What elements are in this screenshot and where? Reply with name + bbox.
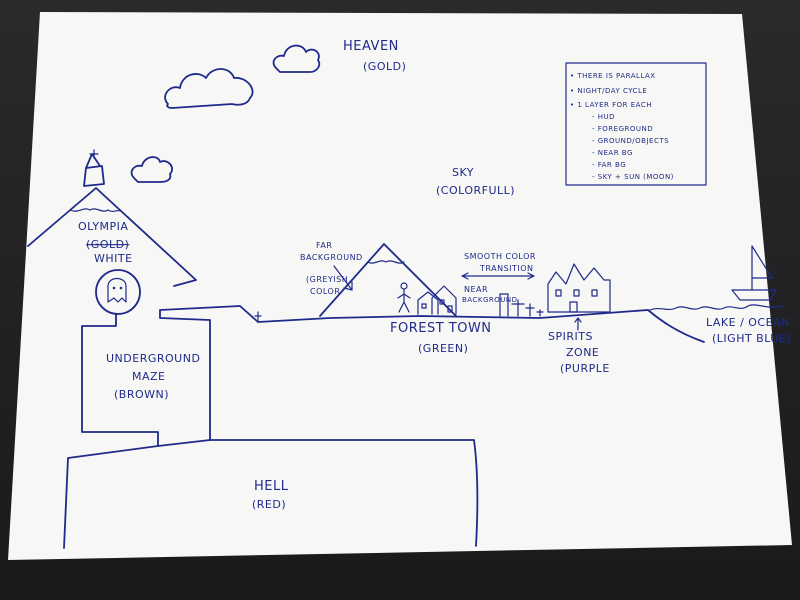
far-background-arrow — [333, 265, 353, 291]
smooth-transition-label-1: SMOOTH COLOR — [464, 252, 536, 261]
ground-marker — [254, 311, 262, 323]
lake-label-1: LAKE / OCEAN — [706, 316, 790, 329]
ghost-icon — [95, 269, 141, 315]
far-bg-label-1: FAR — [316, 241, 332, 250]
notes-list: • THERE IS PARALLAX • NIGHT/DAY CYCLE • … — [570, 72, 674, 181]
sailboat-icon — [731, 245, 777, 301]
hell-label: HELL — [254, 479, 289, 494]
hell-outline — [63, 439, 479, 549]
smooth-transition-label-2: TRANSITION — [479, 264, 534, 273]
paper-sheet — [8, 12, 792, 560]
olympia-white-label: WHITE — [94, 252, 133, 265]
note-hud: - HUD — [592, 113, 615, 121]
note-day-night: • NIGHT/DAY CYCLE — [570, 87, 647, 95]
cloud-icon — [272, 44, 321, 73]
note-sky-sun: - SKY + SUN (MOON) — [592, 173, 674, 181]
olympia-label: OLYMPIA — [78, 220, 128, 233]
note-parallax: • THERE IS PARALLAX — [570, 72, 656, 80]
notes-box — [565, 62, 707, 186]
near-bg-label-1: NEAR — [464, 285, 488, 294]
olympia-gold-label: (GOLD) — [86, 238, 129, 251]
transition-double-arrow — [461, 272, 535, 280]
near-bg-label-2: BACKGROUND — [462, 296, 518, 304]
forest-town-label: FOREST TOWN — [390, 321, 492, 336]
spirits-haunted-house — [547, 263, 611, 313]
spirits-label-2: ZONE — [566, 346, 599, 359]
note-far-bg: - FAR BG — [592, 161, 626, 169]
underground-maze-outline — [81, 309, 211, 447]
hell-color-label: (RED) — [252, 498, 286, 511]
olympia-mountain — [27, 149, 197, 287]
far-background-mountain — [319, 243, 457, 317]
sky-color-label: (COLORFULL) — [436, 184, 515, 197]
forest-town-houses — [417, 285, 457, 315]
underground-label-1: UNDERGROUND — [106, 352, 200, 365]
spirits-arrow — [574, 317, 582, 331]
sky-label: SKY — [452, 166, 474, 179]
lake-label-2: (LIGHT BLUE) — [712, 332, 791, 345]
underground-label-2: MAZE — [132, 370, 166, 383]
note-ground-objects: - GROUND/OBJECTS — [592, 137, 669, 145]
spirits-label-3: (PURPLE — [560, 362, 610, 375]
graveyard-crosses — [499, 293, 544, 317]
waves — [649, 304, 783, 311]
heaven-color-label: (GOLD) — [363, 60, 406, 73]
character-figure — [397, 282, 411, 313]
heaven-label: HEAVEN — [343, 39, 399, 54]
far-bg-label-3: (GREYISH — [306, 275, 348, 284]
cloud-icon — [164, 68, 254, 109]
note-near-bg: - NEAR BG — [592, 149, 633, 157]
spirits-label-1: SPIRITS — [548, 330, 593, 343]
lake-edge-line — [647, 309, 705, 343]
cloud-icon — [130, 156, 173, 183]
far-bg-label-4: COLOR — [310, 287, 340, 296]
underground-label-3: (BROWN) — [114, 388, 169, 401]
note-layer: • 1 LAYER FOR EACH — [570, 101, 652, 109]
note-foreground: - FOREGROUND — [592, 125, 653, 133]
far-bg-label-2: BACKGROUND — [300, 253, 363, 262]
forest-town-color-label: (GREEN) — [418, 342, 468, 355]
ground-line — [159, 305, 649, 323]
